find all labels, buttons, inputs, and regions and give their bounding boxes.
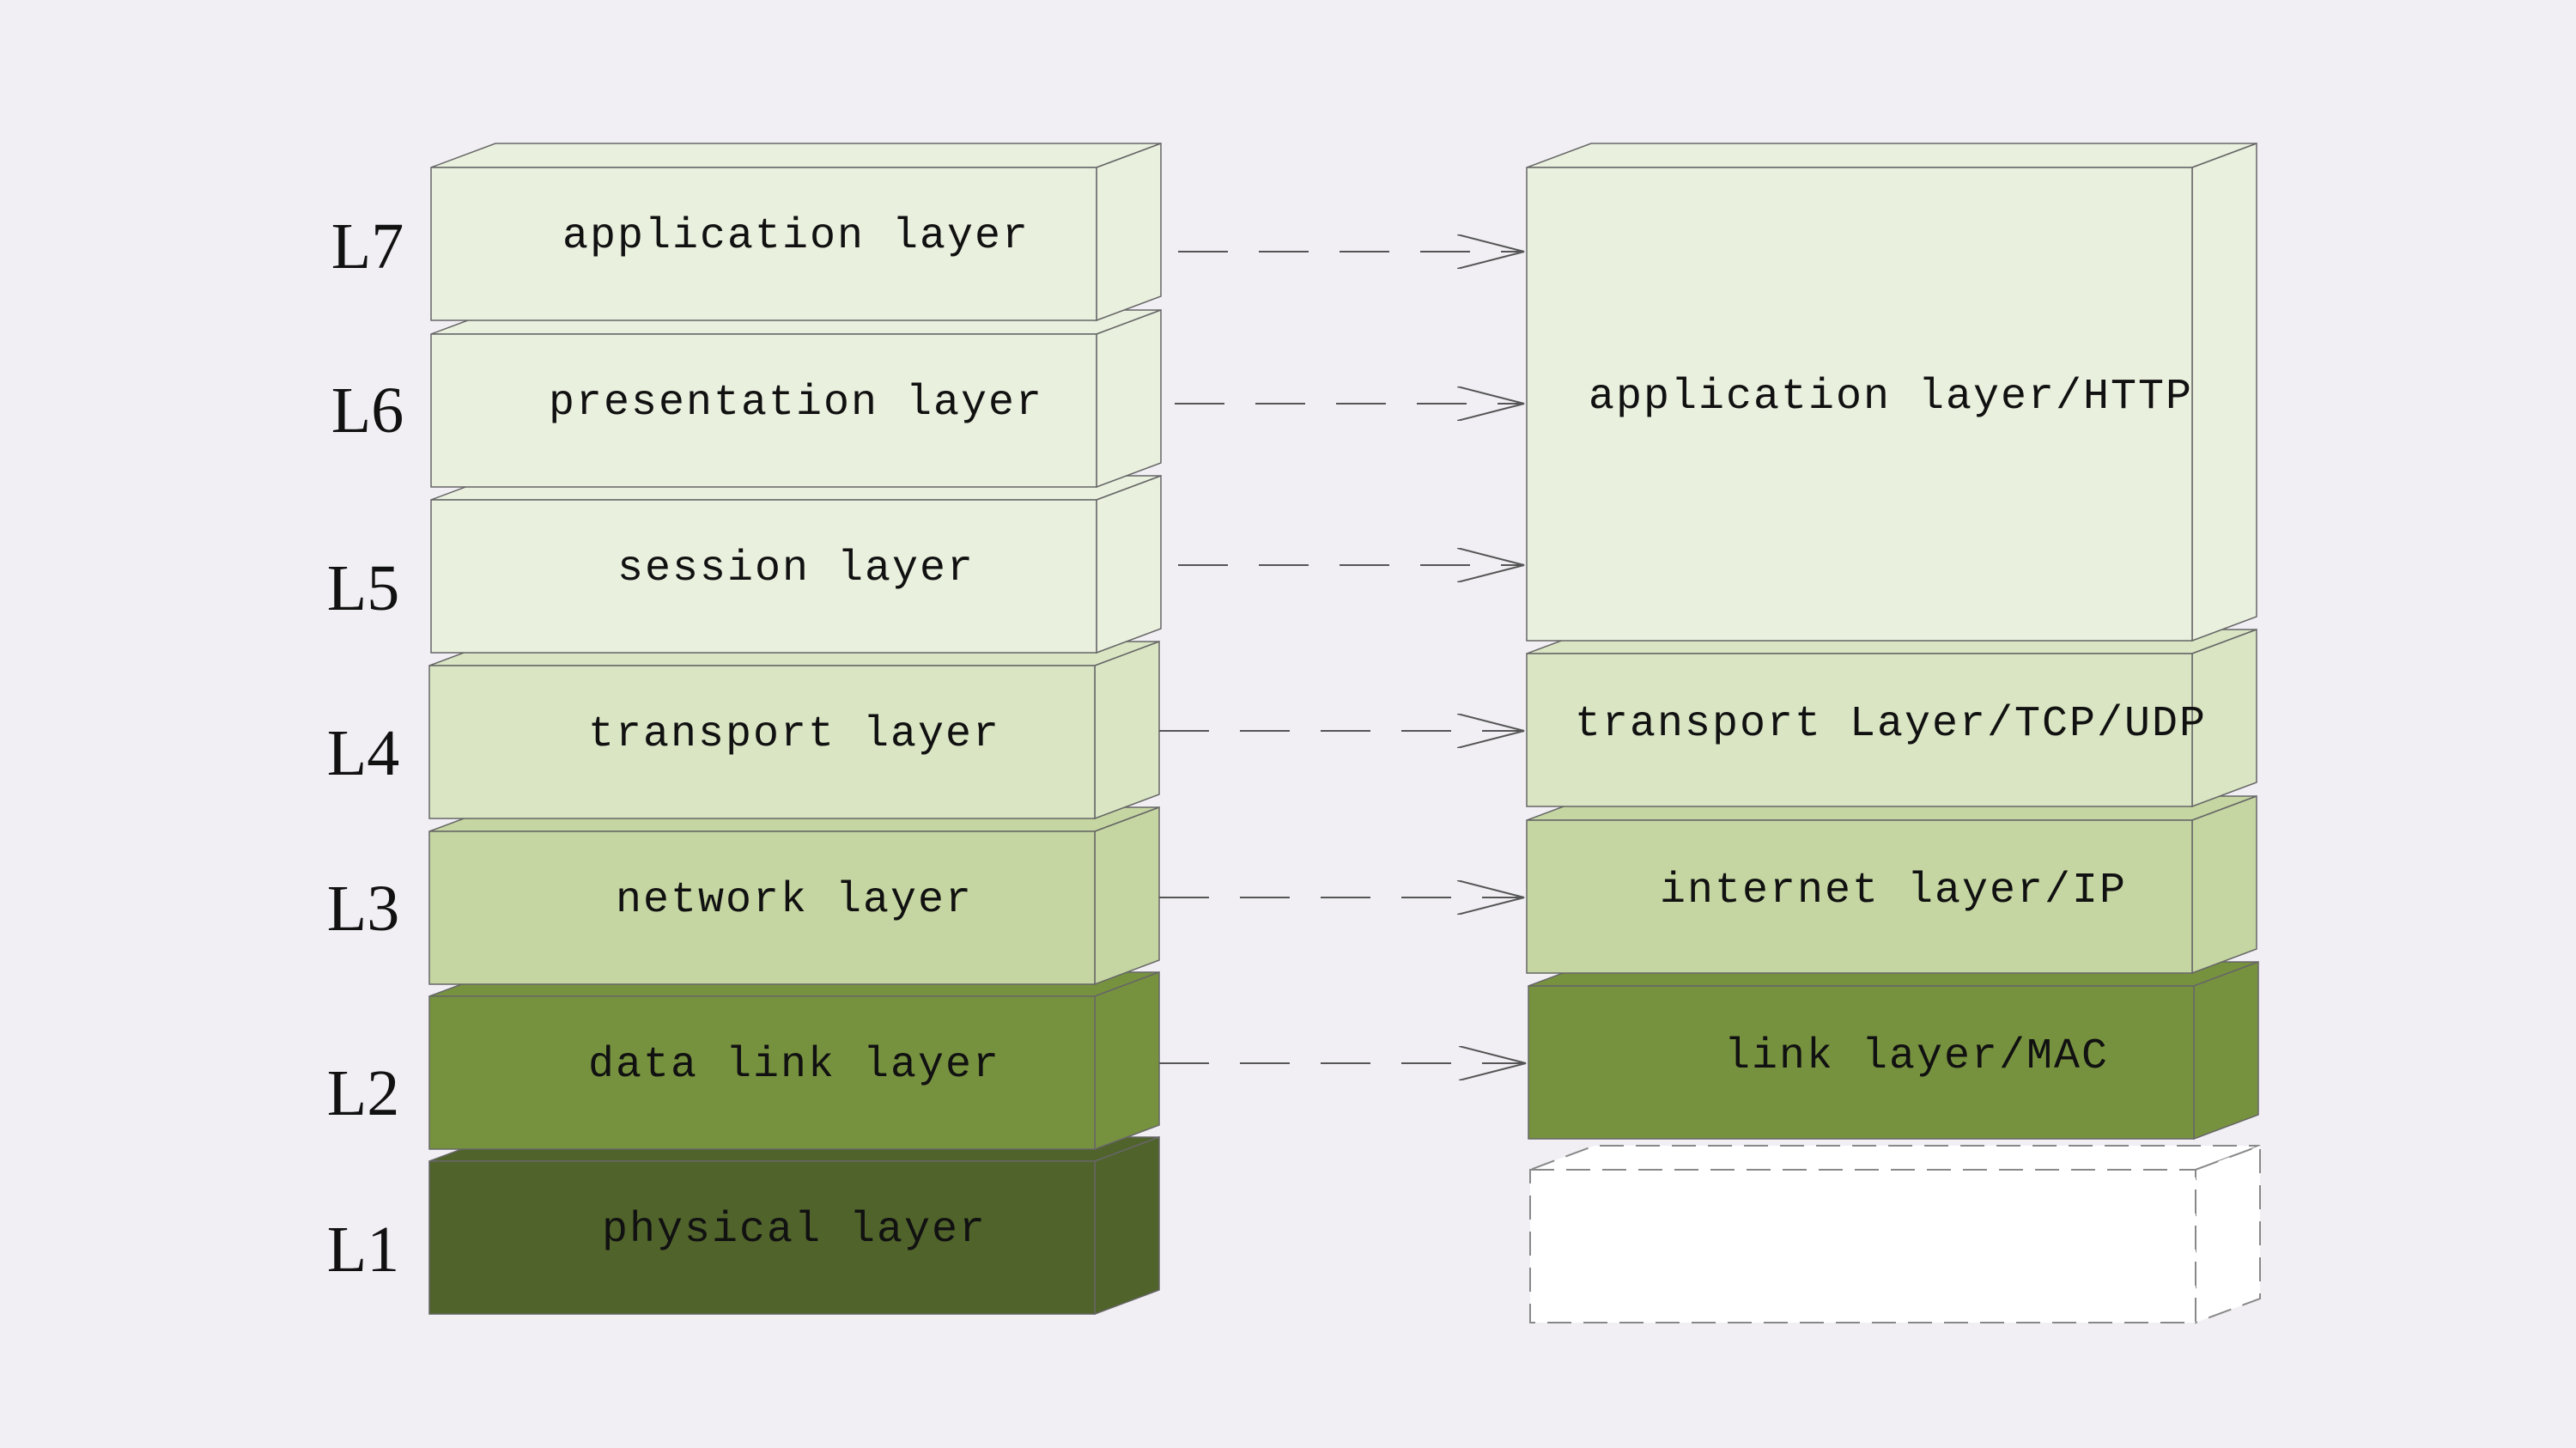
tcpip-box-link-front [1528, 985, 2195, 1140]
level-labels: L7 L6 L5 L4 L3 L2 L1 [327, 210, 404, 1286]
level-label-l2: L2 [327, 1057, 399, 1129]
level-label-l7: L7 [331, 210, 404, 283]
tcpip-box-application-top [1526, 143, 2257, 168]
osi-box-data-link: data link layer [428, 970, 1160, 1151]
osi-box-data-link-side [1094, 970, 1160, 1151]
tcpip-box-transport-front [1526, 653, 2193, 807]
osi-box-transport-front [428, 665, 1096, 819]
tcpip-box-empty-top [1529, 1145, 2261, 1171]
osi-box-application-front [430, 167, 1097, 321]
tcpip-box-empty [1529, 1144, 2261, 1324]
tcpip-box-application-side [2191, 142, 2257, 642]
tcpip-box-internet-front [1526, 819, 2193, 974]
osi-label-physical: physical layer [602, 1206, 987, 1255]
osi-box-physical-side [1094, 1135, 1160, 1316]
osi-box-application-top [430, 143, 1162, 168]
tcpip-box-link: link layer/MAC [1528, 960, 2259, 1141]
tcpip-box-link-side [2193, 960, 2259, 1141]
osi-box-session-side [1096, 474, 1162, 654]
tcpip-box-transport: transport Layer/TCP/UDP [1526, 628, 2257, 808]
osi-box-physical: physical layer [428, 1135, 1160, 1316]
osi-label-network: network layer [616, 876, 973, 925]
osi-label-application: application layer [562, 212, 1030, 261]
level-label-l4: L4 [327, 717, 399, 789]
tcpip-stack: link layer/MAC internet layer/IP transpo… [1526, 142, 2261, 1324]
level-label-l6: L6 [331, 374, 404, 447]
osi-box-transport: transport layer [428, 640, 1160, 820]
osi-box-presentation: presentation layer [430, 308, 1162, 489]
tcpip-label-transport: transport Layer/TCP/UDP [1575, 700, 2207, 749]
osi-box-application-side [1096, 142, 1162, 322]
osi-box-physical-front [428, 1160, 1096, 1315]
tcpip-label-link: link layer/MAC [1724, 1032, 2109, 1081]
tcpip-label-application: application layer/HTTP [1589, 373, 2193, 422]
osi-box-network: network layer [428, 806, 1160, 986]
osi-box-application: application layer [430, 142, 1162, 322]
tcpip-box-internet-side [2191, 794, 2257, 975]
osi-label-session: session layer [617, 545, 975, 593]
mapping-arrows [1159, 252, 1526, 1063]
osi-box-presentation-front [430, 333, 1097, 488]
osi-box-session-front [430, 499, 1097, 654]
osi-box-transport-side [1094, 640, 1160, 820]
level-label-l5: L5 [327, 552, 399, 624]
tcpip-box-internet: internet layer/IP [1526, 794, 2257, 975]
osi-label-transport: transport layer [588, 710, 1000, 759]
osi-box-data-link-front [428, 995, 1096, 1150]
level-label-l3: L3 [327, 873, 399, 945]
osi-label-data-link: data link layer [588, 1041, 1000, 1090]
tcpip-box-application: application layer/HTTP [1526, 142, 2257, 642]
osi-box-presentation-side [1096, 308, 1162, 489]
tcpip-label-internet: internet layer/IP [1660, 867, 2127, 916]
osi-box-session: session layer [430, 474, 1162, 654]
osi-box-network-side [1094, 806, 1160, 986]
tcpip-box-empty-front [1529, 1169, 2196, 1323]
level-label-l1: L1 [327, 1214, 399, 1286]
tcpip-box-application-front [1526, 167, 2193, 642]
tcpip-box-empty-side [2195, 1144, 2261, 1324]
osi-label-presentation: presentation layer [549, 379, 1043, 428]
osi-stack: physical layer data link layer network l… [428, 142, 1162, 1316]
osi-box-network-front [428, 830, 1096, 985]
